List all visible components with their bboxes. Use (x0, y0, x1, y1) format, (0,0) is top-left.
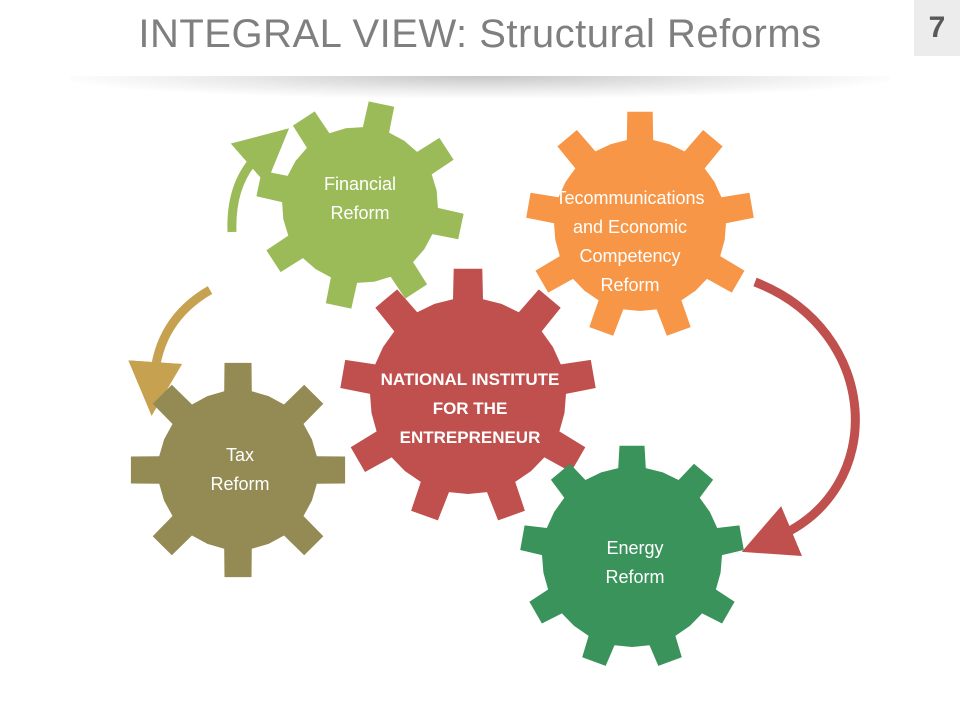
label-financial-line-1: Financial (323, 174, 397, 194)
gear-financial (256, 101, 464, 309)
title-bar: INTEGRAL VIEW: Structural Reforms (0, 0, 960, 98)
label-institute-line-1: NATIONAL INSTITUTE (380, 370, 560, 389)
gear-tax (130, 362, 346, 578)
label-energy: Energy Reform (565, 534, 705, 592)
slide-title: INTEGRAL VIEW: Structural Reforms (138, 12, 822, 56)
label-telecom-line-3: Competency (579, 246, 681, 266)
label-institute-line-3: ENTREPRENEUR (399, 428, 541, 447)
label-tax-line-1: Tax (225, 445, 254, 465)
label-energy-line-1: Energy (606, 538, 664, 558)
gear-institute (340, 268, 596, 521)
label-energy-line-2: Reform (605, 567, 665, 587)
gear-energy (520, 445, 744, 666)
label-financial: Financial Reform (290, 170, 430, 228)
label-financial-line-2: Reform (330, 203, 390, 223)
gear-telecom (526, 111, 754, 336)
label-telecom-line-1: Tecommunications (555, 188, 705, 208)
page-number: 7 (914, 0, 960, 56)
label-institute: NATIONAL INSTITUTE FOR THE ENTREPRENEUR (354, 365, 586, 452)
arrow-tax-to-financial (227, 128, 290, 233)
label-institute-line-2: FOR THE (432, 399, 508, 418)
arrow-telecom-to-energy (741, 277, 860, 556)
label-tax-line-2: Reform (210, 474, 270, 494)
title-shadow (70, 76, 890, 98)
label-tax: Tax Reform (170, 441, 310, 499)
label-telecom: Tecommunications and Economic Competency… (530, 184, 730, 300)
arrow-to-tax (128, 286, 213, 416)
label-telecom-line-2: and Economic (572, 217, 688, 237)
label-telecom-line-4: Reform (600, 275, 660, 295)
